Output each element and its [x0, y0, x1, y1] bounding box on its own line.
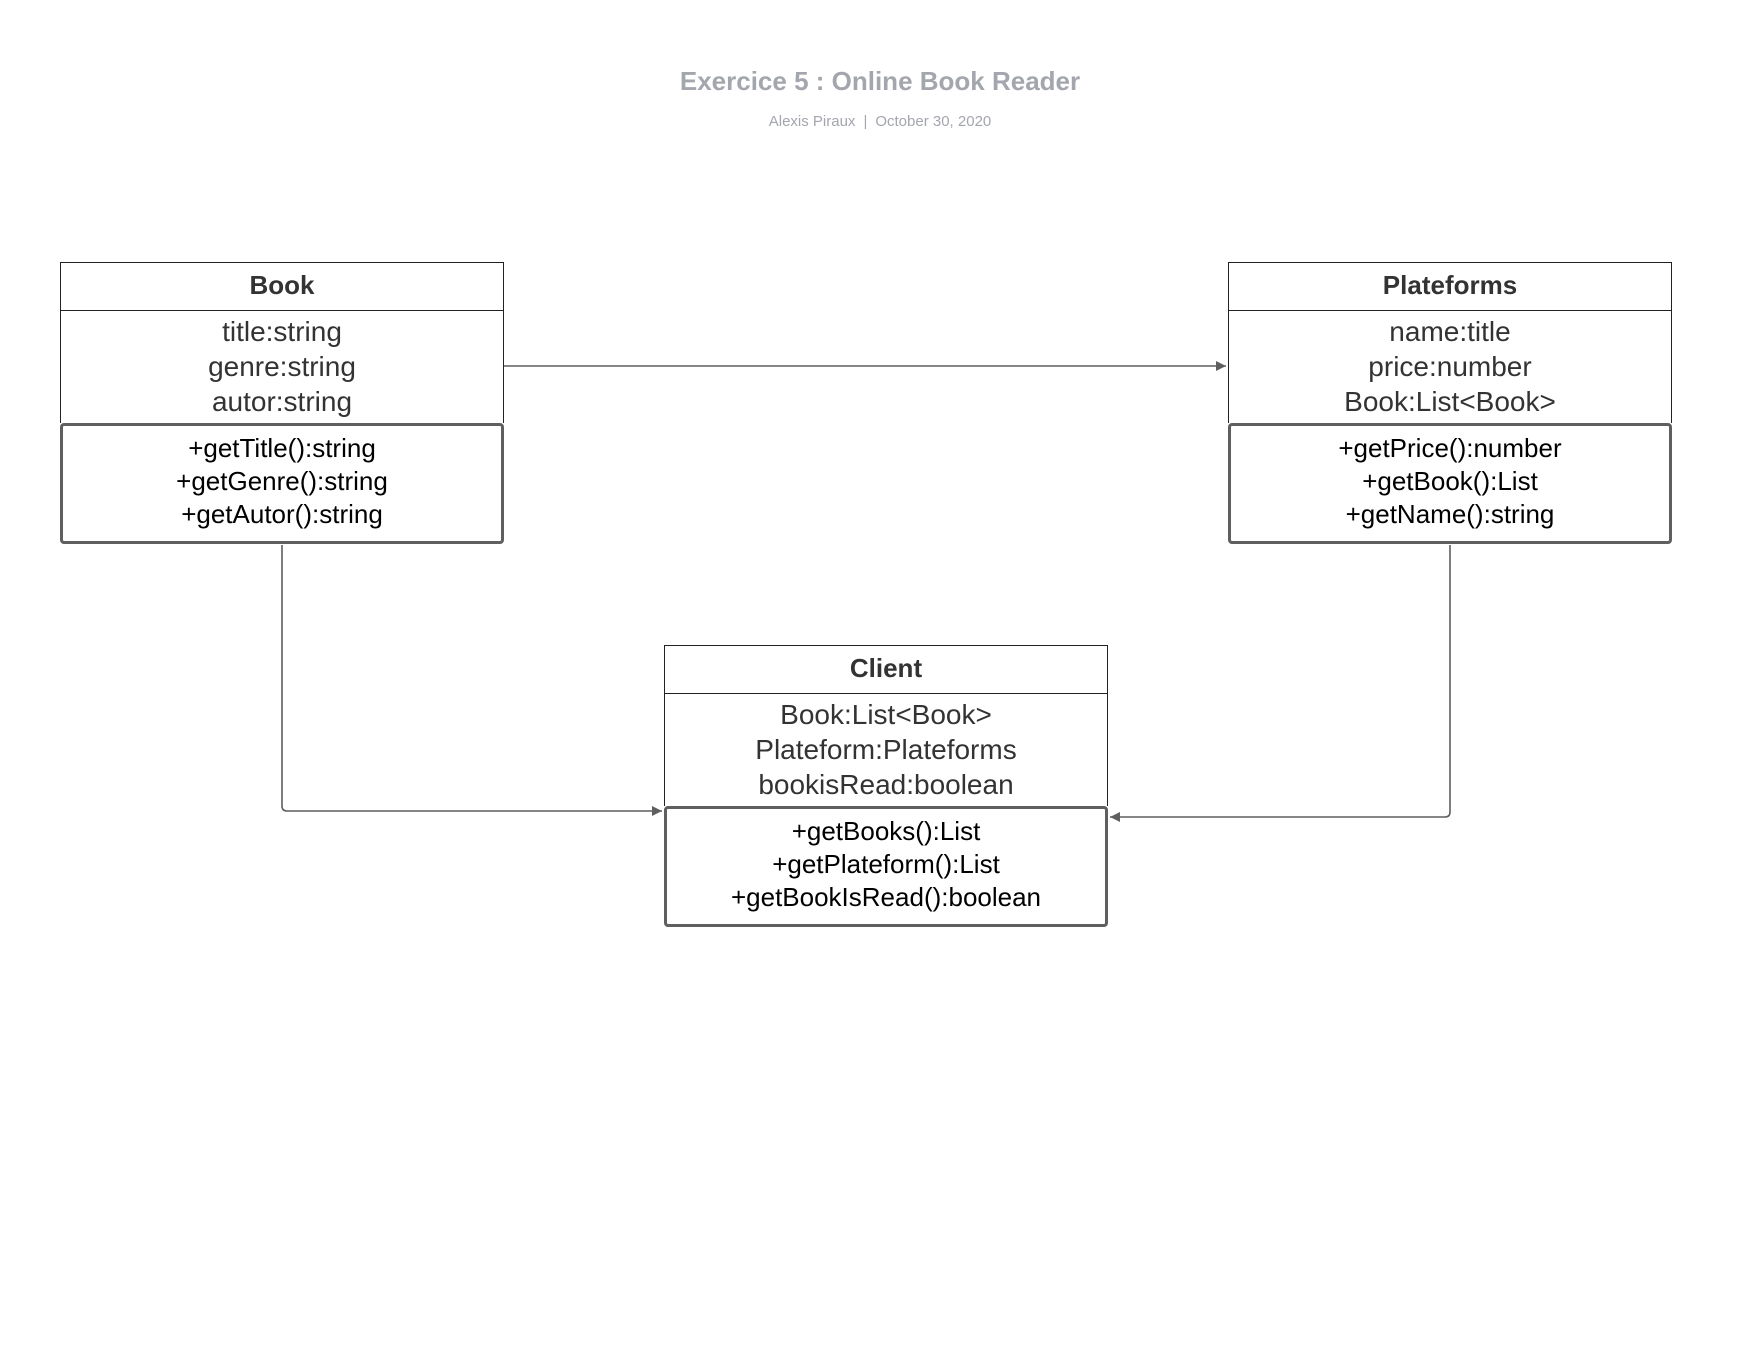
class-plateforms-method: +getName():string [1345, 499, 1555, 529]
class-plateforms-attribute: name:title [1389, 316, 1511, 347]
class-client[interactable]: Client Book:List<Book> Plateform:Platefo… [664, 645, 1108, 927]
class-book-method: +getTitle():string [188, 433, 376, 463]
document-date: October 30, 2020 [875, 113, 992, 130]
class-client-attributes: Book:List<Book> Plateform:Plateforms boo… [664, 694, 1108, 806]
class-client-attribute: Plateform:Plateforms [755, 734, 1017, 765]
class-client-name: Client [664, 645, 1108, 694]
class-book-attributes: title:string genre:string autor:string [60, 311, 504, 423]
class-book-name: Book [60, 262, 504, 311]
class-client-method: +getPlateform():List [772, 849, 1000, 879]
class-plateforms-name: Plateforms [1228, 262, 1672, 311]
class-book-attribute: autor:string [211, 386, 353, 417]
class-plateforms-attribute: price:number [1368, 351, 1532, 382]
document-meta: Alexis Piraux | October 30, 2020 [0, 113, 1760, 130]
page-title: Exercice 5 : Online Book Reader [679, 66, 1081, 96]
class-book-method: +getAutor():string [181, 499, 383, 529]
class-client-method: +getBooks():List [791, 816, 981, 846]
class-client-methods: +getBooks():List +getPlateform():List +g… [664, 806, 1108, 927]
class-book[interactable]: Book title:string genre:string autor:str… [60, 262, 504, 544]
class-book-attribute: genre:string [208, 351, 356, 382]
class-client-attribute: Book:List<Book> [780, 699, 992, 730]
class-book-method: +getGenre():string [176, 466, 388, 496]
class-plateforms-methods: +getPrice():number +getBook():List +getN… [1228, 423, 1672, 544]
meta-separator: | [863, 113, 868, 130]
class-plateforms[interactable]: Plateforms name:title price:number Book:… [1228, 262, 1672, 544]
book-to-client-association[interactable] [281, 545, 662, 816]
class-client-method: +getBookIsRead():boolean [730, 882, 1042, 912]
author-name: Alexis Piraux [768, 113, 856, 130]
class-book-attribute: title:string [222, 316, 342, 347]
class-client-attribute: bookisRead:boolean [758, 769, 1014, 800]
class-plateforms-method: +getBook():List [1362, 466, 1538, 496]
class-book-methods: +getTitle():string +getGenre():string +g… [60, 423, 504, 544]
class-plateforms-attribute: Book:List<Book> [1344, 386, 1556, 417]
class-plateforms-method: +getPrice():number [1338, 433, 1562, 463]
class-plateforms-attributes: name:title price:number Book:List<Book> [1228, 311, 1672, 423]
plateforms-to-client-association[interactable] [1110, 545, 1451, 822]
